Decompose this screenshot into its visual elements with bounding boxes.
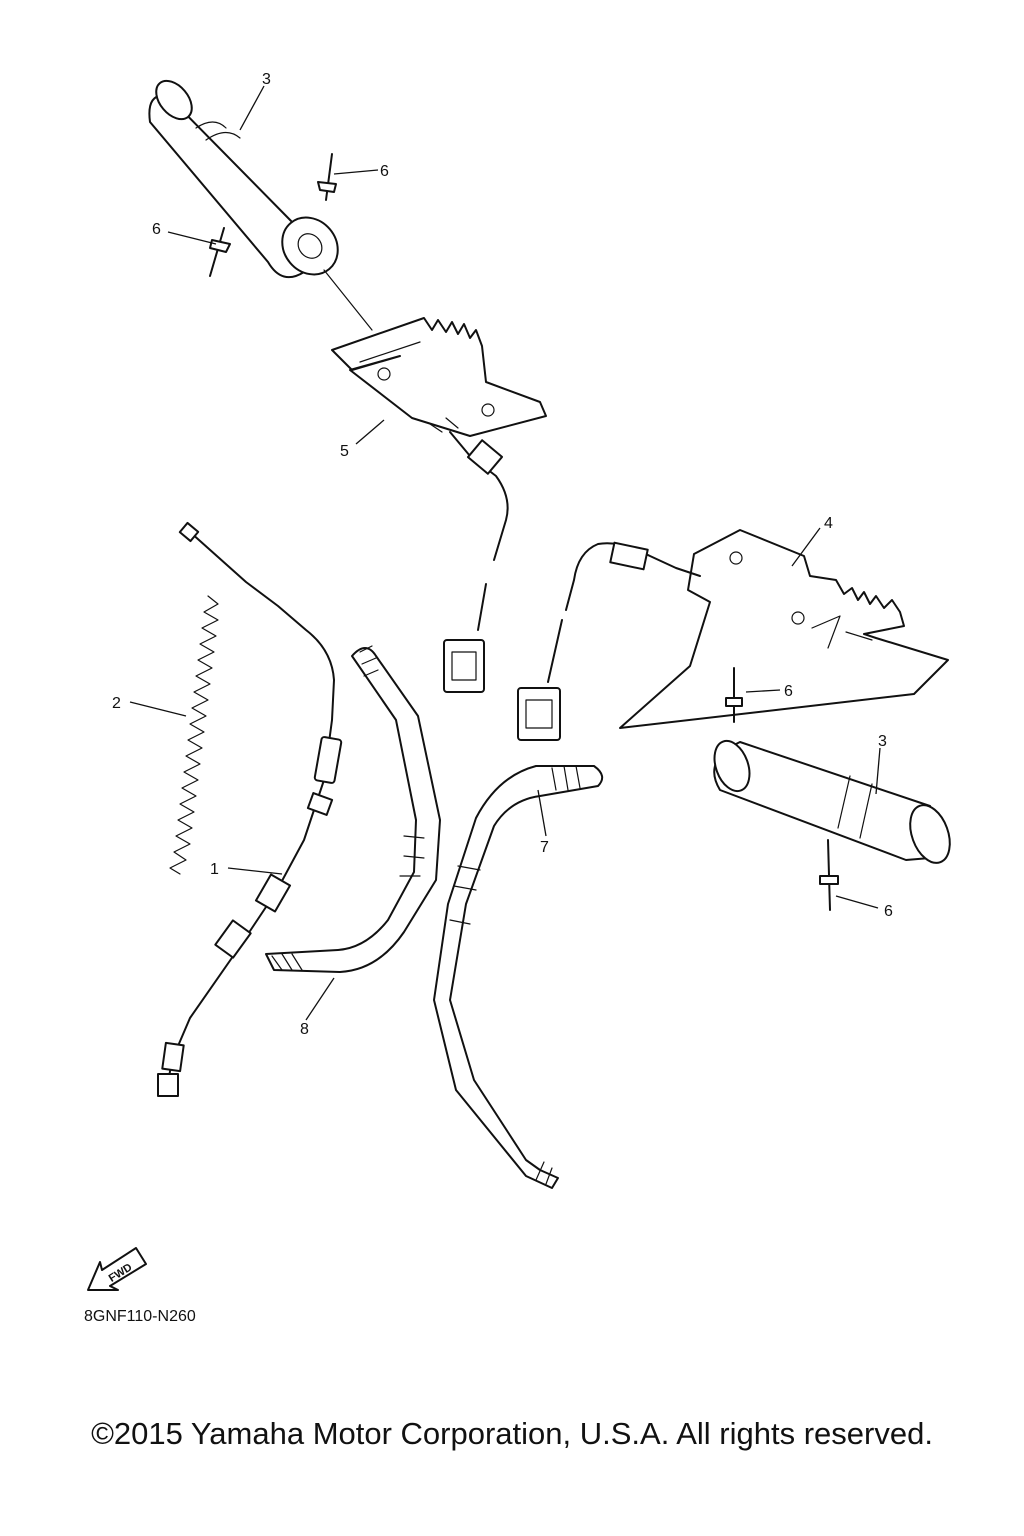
copyright-notice: ©2015 Yamaha Motor Corporation, U.S.A. A… — [91, 1416, 933, 1451]
hose-8 — [265, 645, 441, 973]
cable — [157, 521, 343, 1097]
callout-6-upper-right: 6 — [380, 163, 389, 180]
heater-element-right — [517, 529, 949, 741]
callout-3-upper: 3 — [262, 71, 271, 88]
grip-lower — [713, 739, 951, 864]
spring — [169, 595, 219, 875]
callout-8: 8 — [300, 1021, 309, 1038]
callout-6-upper-left: 6 — [152, 221, 161, 238]
callout-2: 2 — [112, 695, 121, 712]
callout-6-lower: 6 — [884, 903, 893, 920]
callout-1: 1 — [210, 861, 219, 878]
diagram-code: 8GNF110-N260 — [84, 1308, 196, 1325]
callout-3-lower: 3 — [878, 733, 887, 750]
callout-5: 5 — [340, 443, 349, 460]
heater-element-left — [331, 317, 547, 693]
fwd-arrow: FWD — [87, 1247, 147, 1291]
hose-7 — [433, 765, 604, 1189]
callout-4: 4 — [824, 515, 833, 532]
grip-upper — [148, 79, 373, 331]
callout-numbers: 3 6 6 5 4 6 3 6 2 1 7 8 — [112, 71, 893, 1038]
leader-lines — [129, 85, 881, 1021]
callout-6-lower-upper: 6 — [784, 683, 793, 700]
rivets — [209, 153, 839, 911]
callout-7: 7 — [540, 839, 549, 856]
